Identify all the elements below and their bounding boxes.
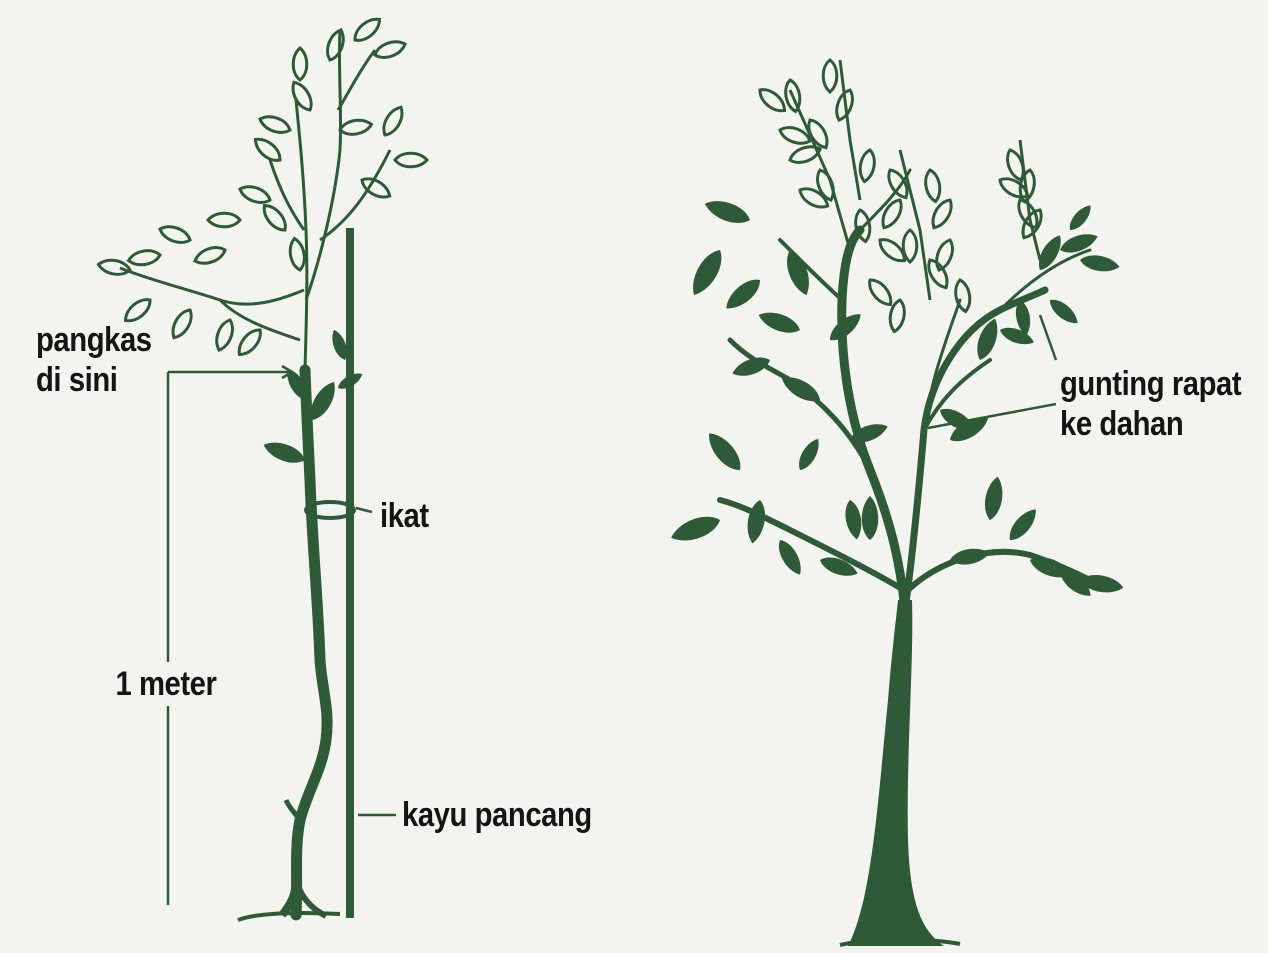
mature-tree (668, 60, 1125, 946)
stake-label: kayu pancang (402, 795, 592, 835)
tie-label: ikat (380, 496, 429, 536)
prune-here-line-2: di sini (36, 360, 152, 400)
cut-close-line-2: ke dahan (1060, 404, 1241, 444)
cut-close-label: gunting rapat ke dahan (1060, 364, 1241, 444)
sapling-trunk (296, 370, 327, 915)
upper-foliage (756, 60, 1046, 333)
tie-pointer (356, 508, 372, 512)
cut-close-line-1: gunting rapat (1060, 364, 1241, 404)
prune-here-label: pangkas di sini (36, 320, 152, 400)
young-sapling (97, 14, 427, 920)
stake-pole (346, 228, 354, 918)
upper-shoot (97, 14, 427, 370)
height-label: 1 meter (112, 662, 220, 706)
tree-trunk (848, 600, 944, 946)
prune-here-line-1: pangkas (36, 320, 152, 360)
